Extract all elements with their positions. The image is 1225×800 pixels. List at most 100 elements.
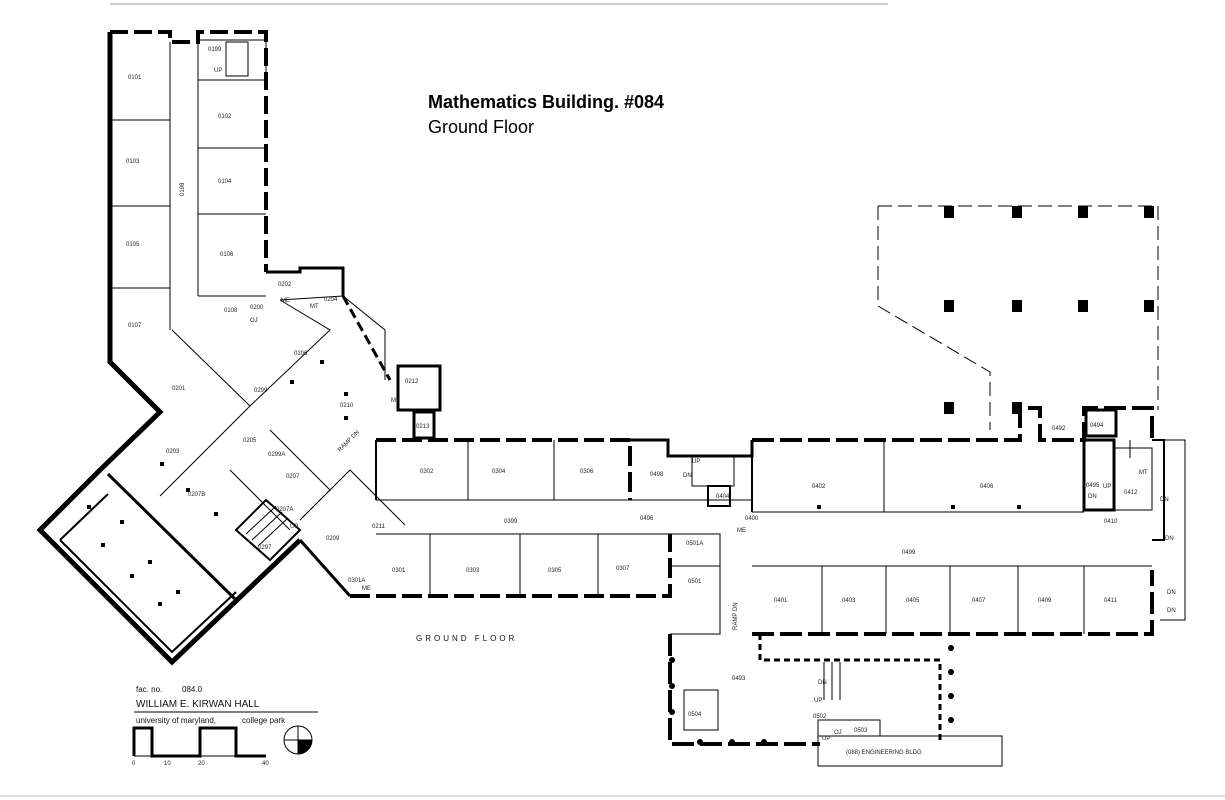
room-0299A: 0299A	[268, 452, 285, 458]
room-0399: 0399	[504, 519, 518, 525]
room-0305: 0305	[548, 568, 562, 574]
room-0211: 0211	[372, 524, 386, 530]
room-0402: 0402	[812, 484, 826, 490]
room-0400: 0400	[745, 516, 759, 522]
title-block: fac. no. 084.0 WILLIAM E. KIRWAN HALL un…	[132, 685, 318, 767]
room-0496: 0496	[640, 516, 654, 522]
west-block	[36, 295, 406, 666]
column-markers	[87, 360, 1021, 745]
room-0207: 0207	[286, 474, 300, 480]
scale-tick-10: 10	[164, 761, 171, 767]
fac-no-value: 084.0	[182, 685, 203, 694]
room-0302: 0302	[420, 469, 434, 475]
engineering-building-label: (088) ENGINEERING BLDG	[846, 750, 922, 756]
room-0492: 0492	[1052, 426, 1066, 432]
ramp-dn-west: RAMP DN	[337, 430, 361, 454]
city-name: college park	[242, 716, 286, 725]
room-0200: 0200	[250, 305, 264, 311]
room-0199: 0199	[208, 47, 222, 53]
room-0502: 0502	[813, 714, 827, 720]
dn-label-east-3: DN	[1165, 536, 1174, 542]
room-0493: 0493	[732, 676, 746, 682]
fac-no-label: fac. no.	[136, 685, 162, 694]
up-label-north: UP	[214, 68, 222, 74]
room-0301A: 0301A	[348, 578, 365, 584]
mt-label-0212: MT	[391, 398, 400, 404]
room-0205: 0205	[243, 438, 257, 444]
oj-label-north: OJ	[250, 318, 258, 324]
room-0209: 0209	[326, 536, 340, 542]
up-label-east: UP	[1103, 484, 1111, 490]
scale-bar	[132, 726, 266, 758]
room-0103: 0103	[126, 159, 140, 165]
room-0107: 0107	[128, 323, 142, 329]
building-name: WILLIAM E. KIRWAN HALL	[136, 699, 260, 710]
room-0495: 0495	[1086, 483, 1100, 489]
room-0403: 0403	[842, 598, 856, 604]
room-0303: 0303	[466, 568, 480, 574]
room-0405: 0405	[906, 598, 920, 604]
room-0213: 0213	[416, 424, 430, 430]
room-0206: 0206	[294, 351, 308, 357]
room-0503: 0503	[854, 728, 868, 734]
room-labels: 0199 0101 0102 0103 0104 0198 0105 0106 …	[126, 47, 1138, 734]
room-0301: 0301	[392, 568, 406, 574]
scale-tick-40: 40	[262, 761, 269, 767]
room-0202: 0202	[278, 282, 292, 288]
me-label-0404: ME	[737, 528, 746, 534]
dn-label-east: DN	[1088, 494, 1097, 500]
parking-outline	[877, 205, 1159, 430]
north-wing	[107, 30, 345, 386]
dn-label-east-4: DN	[1167, 590, 1176, 596]
room-0409: 0409	[1038, 598, 1052, 604]
up-label-0498: UP	[692, 459, 700, 465]
scale-tick-0: 0	[132, 761, 136, 767]
scale-tick-20: 20	[198, 761, 205, 767]
room-0410: 0410	[1104, 519, 1118, 525]
service-annotations: UP OJ ME MT MT RAMP DN UP ME UP DN ME RA…	[214, 68, 1176, 742]
room-0498: 0498	[650, 472, 664, 478]
dn-label-east-5: DN	[1167, 608, 1176, 614]
me-label-west: ME	[362, 586, 371, 592]
room-0198: 0198	[180, 182, 186, 196]
room-0106: 0106	[220, 252, 234, 258]
dn-label-east-2: DN	[1160, 497, 1169, 503]
university-name: university of maryland,	[136, 716, 216, 725]
me-label-north: ME	[281, 298, 290, 304]
room-0203: 0203	[166, 449, 180, 455]
plan-title: Mathematics Building. #084	[428, 92, 664, 112]
plan-subtitle: Ground Floor	[428, 117, 534, 137]
up-label-south: UP	[814, 698, 822, 704]
room-0108: 0108	[224, 308, 238, 314]
room-0304: 0304	[492, 469, 506, 475]
room-0207B: 0207B	[188, 492, 205, 498]
room-0104: 0104	[218, 179, 232, 185]
east-wing	[751, 406, 1186, 636]
south-annex	[668, 533, 1003, 767]
room-0297: 0297	[258, 545, 272, 551]
room-0411: 0411	[1104, 598, 1118, 604]
room-0204: 0204	[324, 297, 338, 303]
room-0105: 0105	[126, 242, 140, 248]
room-0212: 0212	[405, 379, 419, 385]
room-0401: 0401	[774, 598, 788, 604]
room-0201: 0201	[172, 386, 186, 392]
room-0306: 0306	[580, 469, 594, 475]
mt-label-east: MT	[1139, 470, 1148, 476]
mt-label-north: MT	[310, 304, 319, 310]
dn-label-south: DN	[818, 680, 827, 686]
room-0404: 0404	[716, 494, 730, 500]
room-0102: 0102	[218, 114, 232, 120]
room-0207A: 0207A	[276, 507, 293, 513]
up-label-west: UP	[290, 524, 298, 530]
up-label-south-2: UP	[822, 736, 830, 742]
ramp-dn-south: RAMP DN	[733, 602, 739, 630]
room-0412: 0412	[1124, 490, 1138, 496]
room-0299: 0299	[254, 388, 268, 394]
room-0494: 0494	[1090, 423, 1104, 429]
room-0210: 0210	[340, 403, 354, 409]
ground-floor-label: GROUND FLOOR	[416, 634, 517, 643]
room-0101: 0101	[128, 75, 142, 81]
north-arrow-icon	[283, 725, 313, 755]
